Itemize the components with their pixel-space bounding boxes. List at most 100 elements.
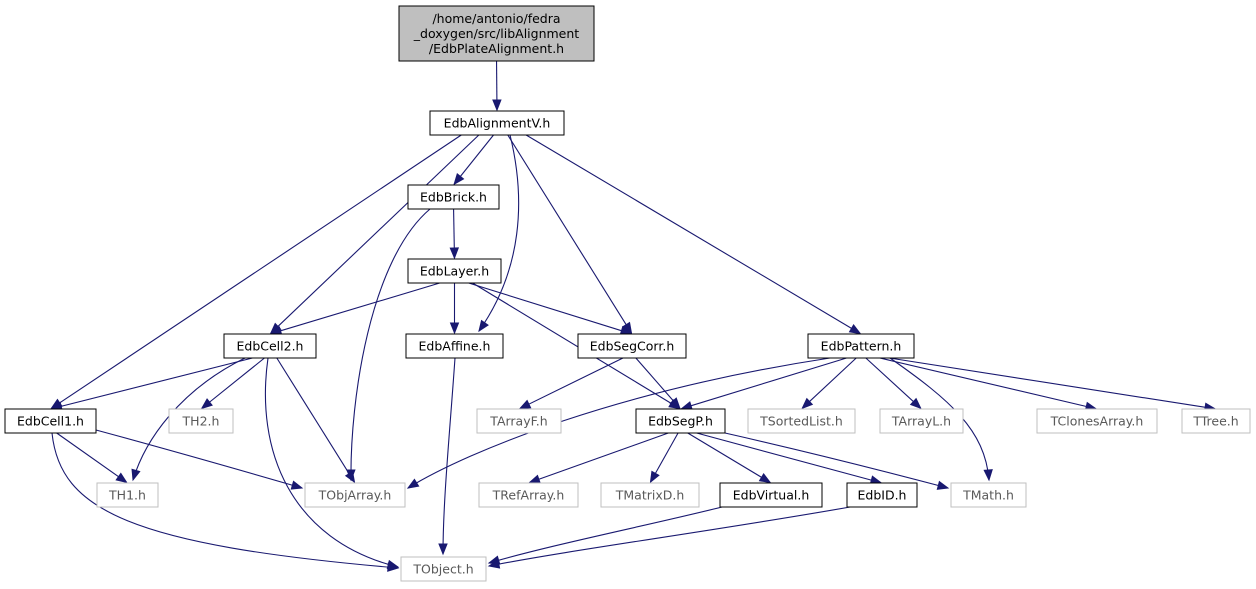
arrowhead: [518, 399, 532, 410]
edge-cell1-to-th1: [56, 432, 128, 483]
edge-affine-to-tobject: [442, 357, 456, 555]
arrowhead: [131, 468, 141, 482]
edge-alignV-to-brick: [453, 134, 494, 185]
node-box: [1036, 408, 1158, 434]
node-box: [600, 482, 700, 508]
node-tarrayl: TArrayL.h: [879, 408, 964, 434]
arrowhead: [406, 478, 420, 489]
node-box: [429, 110, 565, 136]
node-ttree: TTree.h: [1181, 408, 1251, 434]
node-label: TSortedList.h: [759, 414, 843, 429]
arrowhead: [758, 473, 772, 484]
arrowhead: [909, 397, 922, 410]
node-label: TObject.h: [412, 562, 473, 577]
node-tmatrixd: TMatrixD.h: [600, 482, 700, 508]
node-label: TMath.h: [962, 488, 1014, 503]
edge-alignV-to-cell1: [51, 134, 462, 409]
node-box: [407, 258, 502, 284]
edge-pattern-to-tarrayl: [865, 357, 922, 409]
node-label: EdbCell2.h: [237, 339, 304, 354]
edge-cell2-to-cell1: [51, 357, 253, 410]
arrowhead: [649, 470, 660, 484]
node-layer[interactable]: EdbLayer.h: [407, 258, 502, 284]
node-affine[interactable]: EdbAffine.h: [405, 333, 504, 359]
node-th1: TH1.h: [96, 482, 159, 508]
edge-edbid-to-tobject: [488, 506, 851, 567]
edge-cell2-to-th2: [201, 357, 265, 409]
node-brick[interactable]: EdbBrick.h: [407, 184, 500, 210]
node-label: TTree.h: [1192, 414, 1238, 429]
node-tobject: TObject.h: [400, 556, 487, 582]
edge-cell1-to-tobject: [51, 432, 399, 569]
node-pattern[interactable]: EdbPattern.h: [807, 333, 915, 359]
arrowhead: [936, 480, 950, 490]
node-label: TRefArray.h: [492, 488, 565, 503]
arrowhead: [449, 247, 460, 260]
node-label: TArrayF.h: [489, 414, 547, 429]
node-box: [407, 184, 500, 210]
node-label: TH1.h: [108, 488, 146, 503]
arrowhead: [344, 470, 356, 484]
edge-pattern-to-ttree: [889, 357, 1216, 410]
node-box: [635, 408, 726, 434]
node-label: _doxygen/src/libAlignment: [413, 26, 579, 41]
node-trefarray: TRefArray.h: [478, 482, 579, 508]
node-segcorr[interactable]: EdbSegCorr.h: [577, 333, 687, 359]
arrowhead: [453, 173, 465, 186]
edge-virtual-to-tobject: [488, 506, 723, 564]
node-segp[interactable]: EdbSegP.h: [635, 408, 726, 434]
node-label: EdbPattern.h: [821, 339, 902, 354]
edge-alignV-to-cell2: [270, 134, 480, 334]
edge-alignV-to-segcorr: [507, 134, 632, 334]
node-box: [478, 482, 579, 508]
edge-layer-to-cell2: [270, 282, 440, 335]
node-tmath: TMath.h: [950, 482, 1027, 508]
node-cell2[interactable]: EdbCell2.h: [223, 333, 317, 359]
node-th2: TH2.h: [168, 408, 234, 434]
edge-pattern-to-tobjarray: [407, 357, 831, 489]
node-edbid[interactable]: EdbID.h: [846, 482, 918, 508]
node-alignV[interactable]: EdbAlignmentV.h: [429, 110, 565, 136]
node-label: TClonesArray.h: [1050, 414, 1144, 429]
node-box: [747, 408, 856, 434]
node-label: EdbCell1.h: [17, 414, 84, 429]
edge-segcorr-to-tarrayf: [519, 357, 624, 410]
node-virtual[interactable]: EdbVirtual.h: [719, 482, 823, 508]
arrowhead: [492, 99, 502, 112]
edge-pattern-to-tsorted: [801, 357, 857, 409]
node-box: [405, 333, 504, 359]
arrowhead: [848, 324, 862, 335]
edge-segp-to-edbid: [696, 432, 882, 484]
node-tobjarray: TObjArray.h: [304, 482, 406, 508]
node-label: EdbSegCorr.h: [590, 339, 675, 354]
node-cell1[interactable]: EdbCell1.h: [4, 408, 97, 434]
edges-layer: [50, 60, 1217, 572]
node-box: [879, 408, 964, 434]
node-tarrayf: TArrayF.h: [476, 408, 562, 434]
node-root[interactable]: /home/antonio/fedra_doxygen/src/libAlign…: [398, 5, 595, 62]
arrowhead: [200, 398, 213, 410]
node-box: [4, 408, 97, 434]
node-label: /home/antonio/fedra: [432, 11, 560, 26]
nodes-layer: /home/antonio/fedra_doxygen/src/libAlign…: [4, 5, 1251, 582]
node-label: TArrayL.h: [891, 414, 951, 429]
edge-cell2-to-tobjarray: [276, 357, 355, 483]
arrowhead: [115, 472, 128, 484]
node-label: EdbAlignmentV.h: [444, 116, 551, 131]
node-box: [719, 482, 823, 508]
node-box: [807, 333, 915, 359]
node-box: [398, 5, 595, 62]
node-box: [950, 482, 1027, 508]
node-tclones: TClonesArray.h: [1036, 408, 1158, 434]
arrowhead: [801, 397, 814, 410]
edge-pattern-to-tclones: [879, 357, 1097, 410]
arrowhead: [680, 401, 693, 411]
edge-layer-to-segcorr: [468, 282, 632, 335]
node-tsorted: TSortedList.h: [747, 408, 856, 434]
arrowhead: [528, 474, 541, 484]
node-label: EdbSegP.h: [648, 414, 713, 429]
arrowhead: [438, 543, 448, 556]
arrowhead: [290, 480, 304, 490]
node-box: [304, 482, 406, 508]
